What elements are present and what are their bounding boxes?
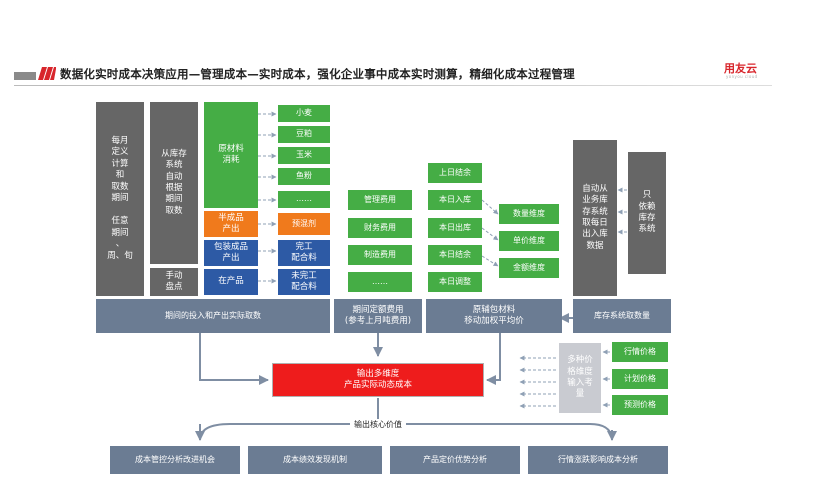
- accent-bars-icon: [14, 67, 56, 80]
- packaging-product-box: 包装成品 产出: [204, 240, 258, 266]
- finished-feed-box: 完工 配合料: [278, 240, 330, 266]
- price-market: 行情价格: [612, 342, 668, 362]
- fixed-fee-bar: 期间定额费用 (参考上月吨费用): [334, 299, 422, 333]
- actual-fetch-bar: 期间的投入和产出实际取数: [96, 299, 330, 333]
- page-title: 数据化实时成本决策应用—管理成本—实时成本，强化企业事中成本实时测算，精细化成本…: [60, 67, 575, 81]
- brand-logo-sub: yonyou cloud: [726, 74, 758, 79]
- day-inbound: 本日入库: [428, 190, 482, 210]
- core-value-label: 输出核心价值: [350, 419, 406, 430]
- brand-logo: 用友云: [724, 62, 757, 75]
- bottom-performance: 成本绩效发现机制: [248, 446, 382, 474]
- fee-finance: 财务费用: [348, 218, 412, 238]
- price-plan: 计划价格: [612, 369, 668, 389]
- from-stock-box: 从库存 系统 自动 根据 期间 取数: [150, 102, 198, 264]
- output-cost-box: 输出多维度 产品实际动态成本: [272, 363, 484, 397]
- unfinished-feed-box: 未完工 配合料: [278, 269, 330, 295]
- multi-price-box: 多种价 格维度 输入考 量: [559, 343, 601, 413]
- avg-price-bar: 原辅包材料 移动加权平均价: [426, 299, 562, 333]
- header-divider: [14, 85, 772, 86]
- dim-quantity: 数量维度: [499, 204, 559, 224]
- dim-amount: 金额维度: [499, 258, 559, 278]
- raw-item-soymeal: 豆粕: [278, 126, 330, 143]
- dim-unit-price: 单价维度: [499, 231, 559, 251]
- manual-count-box: 手动 盘点: [150, 268, 198, 296]
- header-accent-bars: [14, 65, 56, 80]
- day-balance: 本日结余: [428, 245, 482, 265]
- only-stock-box: 只 依赖 库存 系统: [628, 152, 666, 274]
- bottom-cost-control: 成本管控分析改进机会: [110, 446, 240, 474]
- day-prev-balance: 上日结余: [428, 163, 482, 183]
- stock-qty-bar: 库存系统取数量: [573, 299, 671, 333]
- day-adjust: 本日调整: [428, 272, 482, 292]
- fee-more: ……: [348, 272, 412, 292]
- raw-item-wheat: 小麦: [278, 105, 330, 122]
- semi-product-box: 半成品 产出: [204, 211, 258, 237]
- raw-item-more: ……: [278, 191, 330, 208]
- day-outbound: 本日出库: [428, 218, 482, 238]
- bottom-market-impact: 行情涨跌影响成本分析: [528, 446, 668, 474]
- raw-item-corn: 玉米: [278, 147, 330, 164]
- raw-material-box: 原材料 消耗: [204, 102, 258, 208]
- price-forecast: 预测价格: [612, 395, 668, 415]
- fee-manufacturing: 制造费用: [348, 245, 412, 265]
- fee-management: 管理费用: [348, 190, 412, 210]
- bottom-pricing: 产品定价优势分析: [390, 446, 520, 474]
- raw-item-fishmeal: 鱼粉: [278, 168, 330, 185]
- auto-stock-box: 自动从 业务库 存系统 取每日 出入库 数据: [573, 140, 617, 296]
- wip-box: 在产品: [204, 269, 258, 295]
- monthly-period-box: 每月 定义 计算 和 取数 期间 任意 期间 、 周、旬: [96, 102, 144, 296]
- premix-box: 预混剂: [278, 213, 330, 235]
